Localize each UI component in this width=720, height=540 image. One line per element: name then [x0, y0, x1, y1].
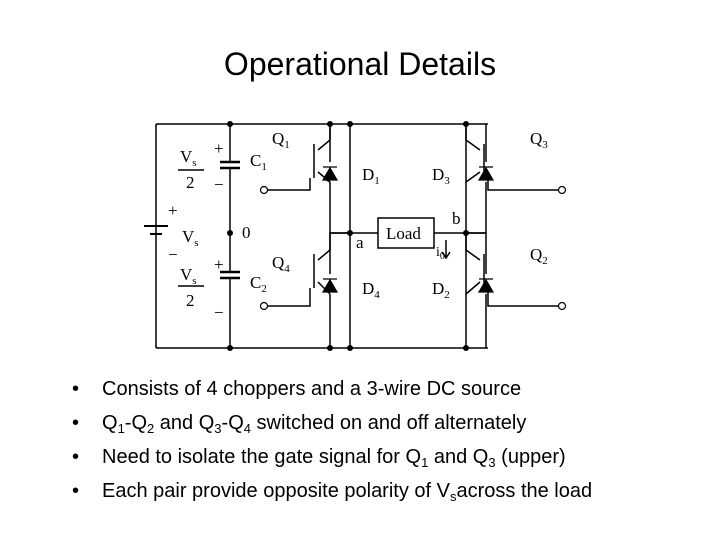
d2-label: D2 [432, 279, 450, 301]
bullet-marker: • [72, 480, 80, 502]
slide-title: Operational Details [223, 46, 497, 82]
load-box [377, 217, 435, 249]
junction-dot [327, 345, 333, 351]
bullet-item: • Consists of 4 choppers and a 3-wire DC… [72, 372, 712, 406]
vs-top-denominator: 2 [186, 173, 195, 192]
q2-label: Q2 [530, 245, 548, 267]
gate-terminal-q1 [259, 185, 269, 195]
gate-wire [267, 189, 558, 307]
bullet-marker: • [72, 446, 80, 468]
junction-dot [463, 121, 469, 127]
q3-label: Q3 [530, 129, 548, 151]
vs-bot-label: Vs [180, 265, 197, 287]
transistor-q2 [465, 233, 508, 307]
bullet-text: Q1-Q2 and Q3-Q4 switched on and off alte… [102, 412, 527, 436]
q1-emitter-arrow [324, 175, 331, 183]
d4-label: D4 [362, 279, 380, 301]
bullet-marker: • [72, 412, 80, 434]
diode-d2-symbol [477, 278, 495, 293]
d1-label: D1 [362, 165, 380, 187]
gate-terminal-q3 [557, 185, 567, 195]
node-b-label: b [452, 209, 461, 228]
bullet-item: • Q1-Q2 and Q3-Q4 switched on and off al… [72, 406, 712, 440]
bullet-text: Need to isolate the gate signal for Q1 a… [102, 446, 566, 470]
bullet-text: Consists of 4 choppers and a 3-wire DC s… [102, 378, 522, 400]
d3-label: D3 [432, 165, 450, 187]
capacitor-c1-plates [220, 160, 240, 170]
vs-bot-denominator: 2 [186, 291, 195, 310]
vs-top-label: Vs [180, 147, 197, 169]
junction-dot [227, 121, 233, 127]
transistor-q1 [290, 124, 331, 191]
junction-dot [347, 230, 353, 236]
diode-d2-wire [466, 232, 487, 348]
junction-dot [347, 345, 353, 351]
transistor-q4 [290, 233, 331, 307]
inverter-circuit-diagram: Q1 Q3 Q4 Q2 Vs 2 Vs Vs 2 C1 C2 D1 D3 D4 … [144, 121, 567, 351]
capacitor-c2-plates [220, 270, 240, 280]
junction-dot [463, 345, 469, 351]
junction-dot [327, 121, 333, 127]
diode-d3-symbol [477, 166, 495, 181]
plus-sign: + [168, 201, 178, 220]
c2-label: C2 [250, 273, 267, 295]
i0-arrow [441, 240, 451, 260]
transistor-q3 [465, 124, 508, 191]
vs-mid-label: Vs [182, 227, 199, 249]
dc-source-symbol [144, 225, 168, 235]
i0-label: i0 [436, 245, 445, 262]
bullet-text: Each pair provide opposite polarity of V… [102, 480, 593, 504]
bullet-item: • Each pair provide opposite polarity of… [72, 474, 712, 508]
minus-sign: − [214, 175, 224, 194]
plus-sign: + [214, 255, 224, 274]
junction-dot [227, 230, 233, 236]
minus-sign: − [214, 303, 224, 322]
q1-label: Q1 [272, 129, 290, 151]
node-0-label: 0 [242, 223, 251, 242]
gate-terminal-q2 [557, 301, 567, 311]
diode-d1-symbol [321, 166, 339, 181]
q4-label: Q4 [272, 253, 290, 275]
c1-label: C1 [250, 151, 267, 173]
load-label: Load [386, 224, 421, 243]
bullet-marker: • [72, 378, 80, 400]
bullet-item: • Need to isolate the gate signal for Q1… [72, 440, 712, 474]
junction-dot [227, 345, 233, 351]
plus-sign: + [214, 139, 224, 158]
node-a-label: a [356, 233, 364, 252]
minus-sign: − [168, 245, 178, 264]
junction-dot [463, 230, 469, 236]
diode-d4-symbol [321, 278, 339, 293]
junction-dot [347, 121, 353, 127]
gate-terminal-q4 [259, 301, 269, 311]
bullet-list: • Consists of 4 choppers and a 3-wire DC… [72, 372, 712, 508]
